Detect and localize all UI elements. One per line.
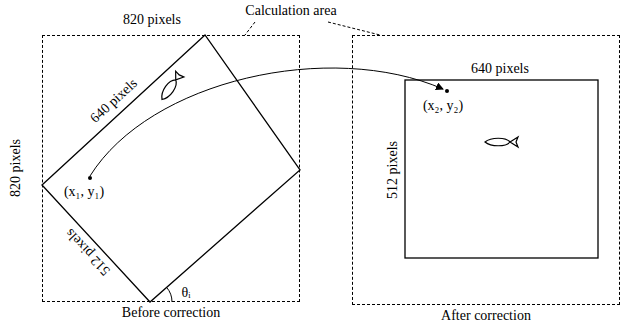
box-caption: After correction	[441, 308, 531, 324]
dimension-label: 820 pixels	[123, 12, 181, 28]
calculation-area-box: Before correction	[42, 35, 300, 302]
dimension-label: θᵢ	[182, 285, 191, 301]
dimension-label: Calculation area	[245, 3, 336, 19]
leader-line	[245, 22, 255, 35]
leader-line	[328, 22, 380, 35]
fish-symbol	[158, 71, 184, 102]
corrected-image-frame	[405, 80, 598, 258]
dimension-label: (x₂, y₂)	[423, 98, 463, 114]
angle-arc	[167, 287, 172, 302]
dimension-label: (x₁, y₁)	[64, 184, 104, 200]
dimension-label: 640 pixels	[471, 61, 529, 77]
dimension-label: 820 pixels	[8, 139, 24, 197]
fish-symbol	[485, 137, 518, 147]
box-caption: Before correction	[122, 305, 220, 321]
dimension-label: 512 pixels	[62, 225, 113, 278]
dimension-label: 512 pixels	[385, 141, 401, 199]
point-dot	[88, 176, 92, 180]
point-dot	[445, 89, 449, 93]
